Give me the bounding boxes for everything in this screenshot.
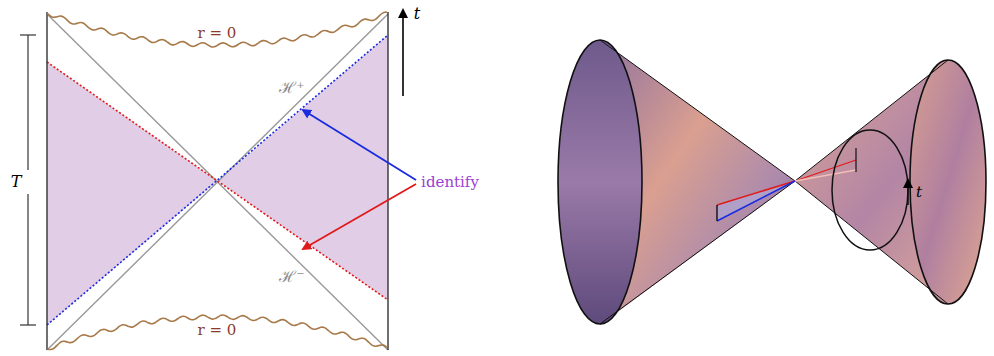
shaded-wedge bbox=[218, 35, 389, 300]
horizon-label: ℋ⁺ bbox=[279, 80, 304, 96]
boundary-line bbox=[46, 12, 47, 350]
singularity bbox=[47, 12, 387, 349]
time-label: t bbox=[414, 6, 420, 22]
double-cone bbox=[558, 40, 986, 325]
period-bracket bbox=[20, 35, 36, 325]
singularity-label: r = 0 bbox=[198, 26, 237, 41]
blue-dotted-line bbox=[47, 35, 388, 325]
singularity-curve bbox=[47, 315, 387, 350]
time-arrow bbox=[402, 10, 404, 96]
identify-arrow bbox=[303, 184, 416, 249]
horizon-label: ℋ⁻ bbox=[279, 269, 304, 285]
boundary-line bbox=[387, 12, 388, 350]
horizon-line bbox=[47, 14, 388, 350]
identify-label: identify bbox=[421, 175, 479, 190]
shaded-wedge bbox=[47, 62, 218, 325]
singularity-label: r = 0 bbox=[198, 323, 237, 338]
singularity-curve bbox=[47, 12, 387, 47]
red-dotted-line bbox=[47, 62, 388, 300]
identify-arrow bbox=[303, 110, 416, 180]
period-label: T bbox=[11, 174, 22, 190]
horizon-line bbox=[47, 14, 388, 350]
time-label: t bbox=[916, 185, 922, 200]
